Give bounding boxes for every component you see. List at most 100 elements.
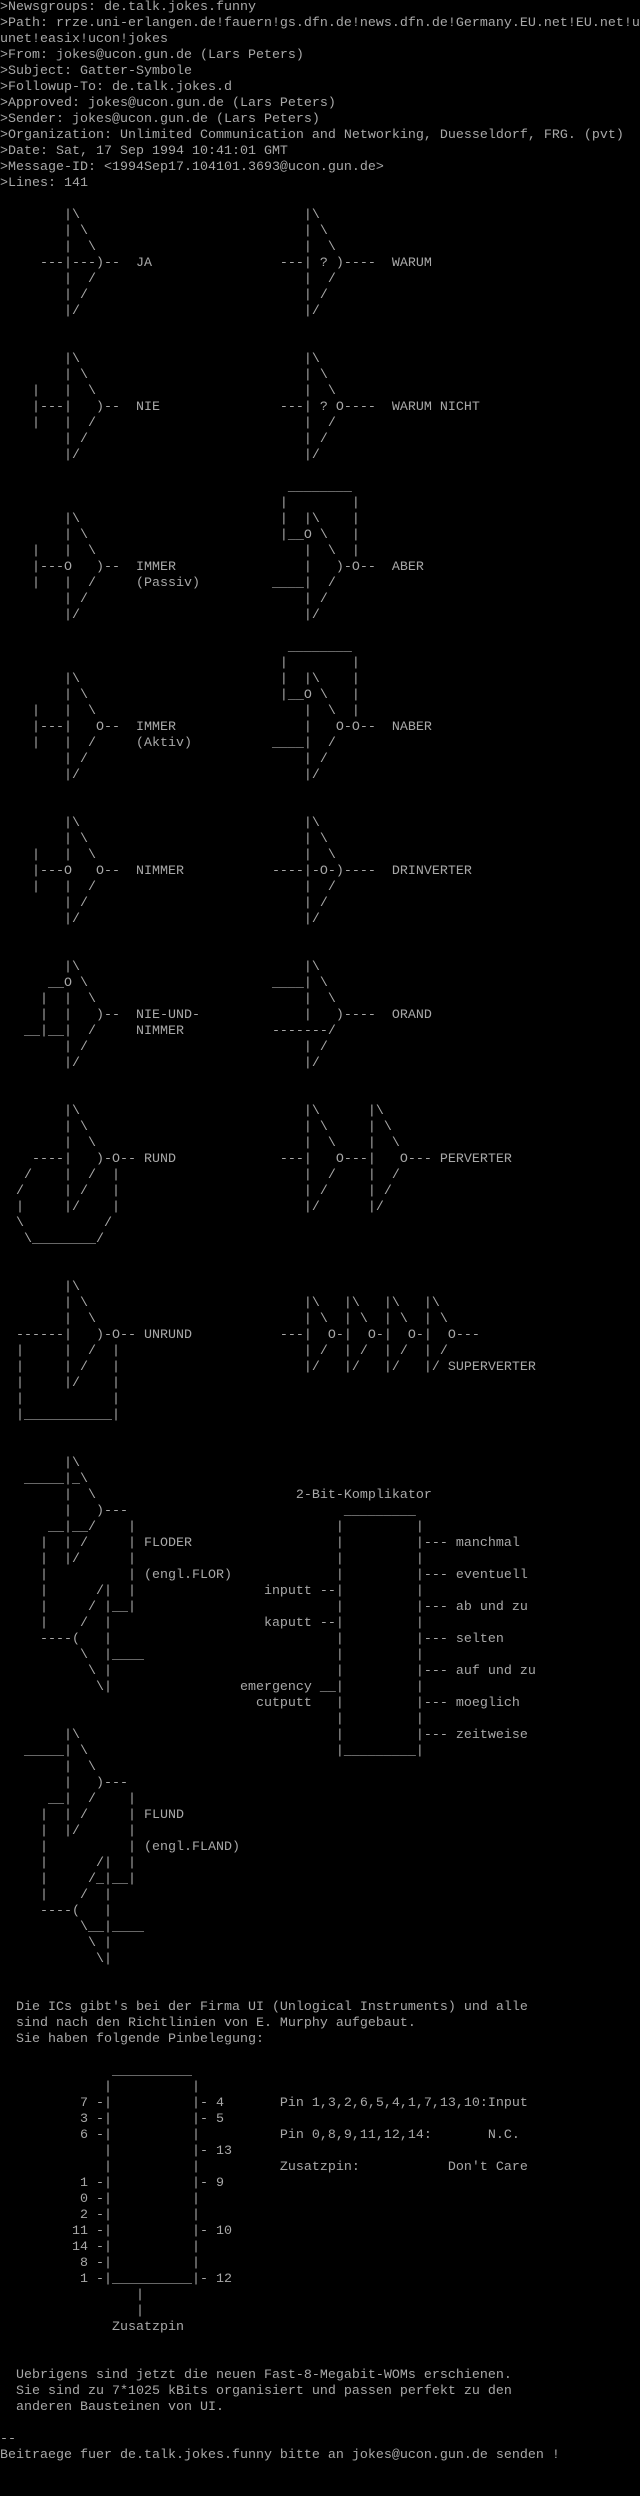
article-line: | | bbox=[0, 496, 360, 511]
article-line: | / | / bbox=[0, 272, 336, 287]
article-line: |\ |\ bbox=[0, 960, 320, 975]
article-line: | \ |\ |\ |\ |\ bbox=[0, 1296, 440, 1311]
article-line: | )--- _________ bbox=[0, 1504, 416, 1519]
article-line: Sie haben folgende Pinbelegung: bbox=[0, 2032, 264, 2047]
article-line: 7 -| |- 4 Pin 1,3,2,6,5,4,1,7,13,10:Inpu… bbox=[0, 2096, 528, 2111]
header-line: >Approved: jokes@ucon.gun.de (Lars Peter… bbox=[0, 96, 336, 111]
article-line: |---O )-- IMMER | )-O-- ABER bbox=[0, 560, 424, 575]
article-line: | \ | \ bbox=[0, 224, 328, 239]
article-line: | \ | \ | \ bbox=[0, 1136, 400, 1151]
article-line: 8 -| | bbox=[0, 2256, 200, 2271]
article-line bbox=[0, 928, 640, 944]
article-line: |\ |\ bbox=[0, 816, 320, 831]
article-line: | | \ | \ | bbox=[0, 544, 360, 559]
article-line: 1 -|__________|- 12 bbox=[0, 2272, 232, 2287]
article-line bbox=[0, 2336, 640, 2352]
article-line: | |- 13 bbox=[0, 2144, 232, 2159]
article-line: / | / | | / | / bbox=[0, 1184, 392, 1199]
article-line: | |/ | bbox=[0, 1824, 136, 1839]
article-line bbox=[0, 1984, 640, 2000]
article-line: | / | / bbox=[0, 592, 328, 607]
article-line bbox=[0, 784, 640, 800]
header-line: >Lines: 141 bbox=[0, 176, 88, 191]
article-line: | | (engl.FLOR) | |--- eventuell bbox=[0, 1568, 528, 1583]
article-line: ----( | bbox=[0, 1904, 112, 1919]
article-line: / | / | | / | / bbox=[0, 1168, 400, 1183]
article-line: 14 -| | bbox=[0, 2240, 200, 2255]
header-line: unet!easix!ucon!jokes bbox=[0, 32, 168, 47]
header-line: >Message-ID: <1994Sep17.104101.3693@ucon… bbox=[0, 160, 384, 175]
article-line bbox=[0, 944, 640, 960]
article-line: |\ bbox=[0, 1280, 80, 1295]
article-line: | / | / bbox=[0, 288, 328, 303]
article-line: |/ |/ bbox=[0, 304, 320, 319]
article-line bbox=[0, 2352, 640, 2368]
article-line: ________ bbox=[0, 480, 352, 495]
article-line: | / | / bbox=[0, 1040, 328, 1055]
article-line: |\ | |\ | bbox=[0, 512, 360, 527]
article-line bbox=[0, 464, 640, 480]
article-line: | | / | / bbox=[0, 880, 336, 895]
article-line: | | bbox=[0, 1712, 424, 1727]
article-line: |/ |/ bbox=[0, 1056, 320, 1071]
article-line: -- bbox=[0, 2432, 16, 2447]
article-line: 3 -| |- 5 bbox=[0, 2112, 224, 2127]
article-line: | |/ | bbox=[0, 1376, 120, 1391]
article-line bbox=[0, 1264, 640, 1280]
article-line bbox=[0, 192, 640, 208]
article-line: 6 -| | Pin 0,8,9,11,12,14: N.C. bbox=[0, 2128, 520, 2143]
article-line: |\ |\ |\ bbox=[0, 1104, 384, 1119]
article-line: \| emergency __| | bbox=[0, 1680, 424, 1695]
article-line: |/ |/ bbox=[0, 608, 320, 623]
article-line: 11 -| |- 10 bbox=[0, 2224, 232, 2239]
article-line: \________/ bbox=[0, 1232, 104, 1247]
article-line: | |/ | |/ |/ bbox=[0, 1200, 384, 1215]
article-line: __________ bbox=[0, 2064, 192, 2079]
article-line: \ |____ | | bbox=[0, 1648, 424, 1663]
article-line bbox=[0, 800, 640, 816]
article-line: |---| O-- IMMER | O-O-- NABER bbox=[0, 720, 432, 735]
article-line bbox=[0, 1424, 640, 1440]
article-line: |\ |\ bbox=[0, 352, 320, 367]
article-line bbox=[0, 320, 640, 336]
article-line: __O \ ____| \ bbox=[0, 976, 328, 991]
article-line: __| / | bbox=[0, 1792, 136, 1807]
header-line: >Path: rrze.uni-erlangen.de!fauern!gs.df… bbox=[0, 16, 640, 31]
article-line: | | \ | \ bbox=[0, 992, 336, 1007]
article-line: |\ bbox=[0, 1456, 80, 1471]
article-line: Uebrigens sind jetzt die neuen Fast-8-Me… bbox=[0, 2368, 512, 2383]
article-line: | \ | \ | \ | \ | \ bbox=[0, 1312, 448, 1327]
article-line: | | (engl.FLAND) bbox=[0, 1840, 240, 1855]
article-line bbox=[0, 1968, 640, 1984]
article-line: |___________| bbox=[0, 1408, 120, 1423]
article-line: | / | / bbox=[0, 896, 328, 911]
article-line: ------| )-O-- UNRUND ---| O-| O-| O-| O-… bbox=[0, 1328, 480, 1343]
article-line bbox=[0, 1088, 640, 1104]
article-line: |\ | |--- zeitweise bbox=[0, 1728, 528, 1743]
article-line: | /| | bbox=[0, 1856, 136, 1871]
article-line: 0 -| | bbox=[0, 2192, 200, 2207]
article-line: Sie sind zu 7*1025 kBits organisiert und… bbox=[0, 2384, 512, 2399]
article-line: \ | bbox=[0, 1936, 112, 1951]
article-line bbox=[0, 1248, 640, 1264]
article-line: |\ | |\ | bbox=[0, 672, 360, 687]
article-line: | \ |__O \ | bbox=[0, 688, 360, 703]
article-line: | | )-- NIE-UND- | )---- ORAND bbox=[0, 1008, 432, 1023]
header-line: >Newsgroups: de.talk.jokes.funny bbox=[0, 0, 256, 15]
article-line: _____|_\ bbox=[0, 1472, 88, 1487]
article-line: | | / | FLODER | |--- manchmal bbox=[0, 1536, 520, 1551]
article-line: Die ICs gibt's bei der Firma UI (Unlogic… bbox=[0, 2000, 528, 2015]
article-line: \ / bbox=[0, 1216, 112, 1231]
article-line: \| bbox=[0, 1952, 112, 1967]
article-line: | \ | \ bbox=[0, 240, 336, 255]
article-line: \ | | |--- auf und zu bbox=[0, 1664, 536, 1679]
article-line: | \ |__O \ | bbox=[0, 528, 360, 543]
article-line: | | / | / bbox=[0, 416, 336, 431]
article-line: | | / (Aktiv) ____| / bbox=[0, 736, 336, 751]
article-line: | )--- bbox=[0, 1776, 128, 1791]
article-line: | / | kaputt --| | bbox=[0, 1616, 424, 1631]
article-line: |---| )-- NIE ---| ? O---- WARUM NICHT bbox=[0, 400, 480, 415]
article-line: |\ |\ bbox=[0, 208, 320, 223]
